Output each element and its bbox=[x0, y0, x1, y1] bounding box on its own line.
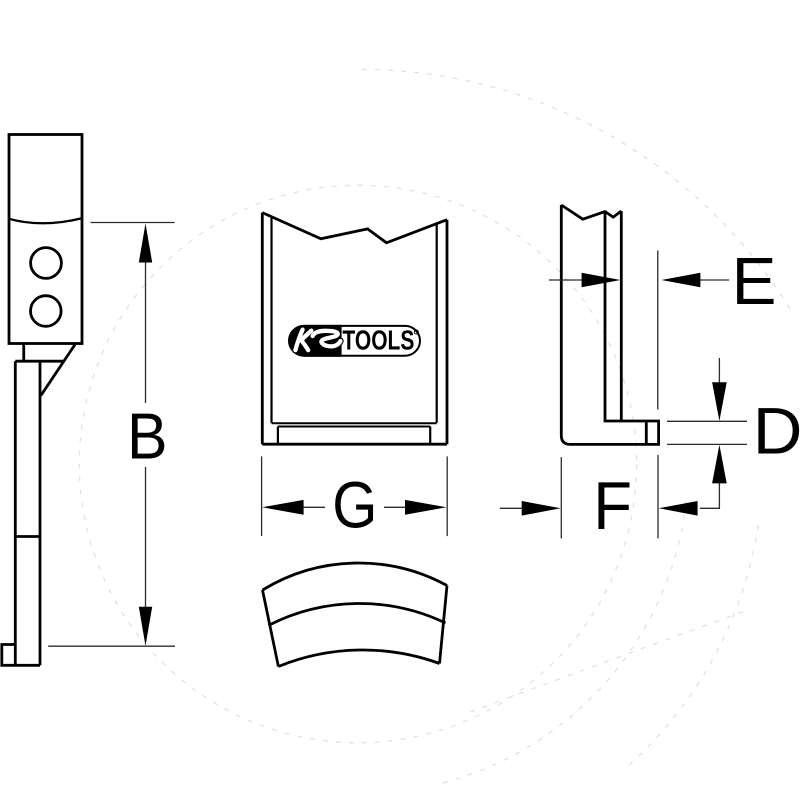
svg-text:F: F bbox=[593, 468, 632, 543]
svg-text:G: G bbox=[332, 469, 377, 542]
svg-text:B: B bbox=[127, 401, 167, 473]
svg-text:D: D bbox=[753, 395, 800, 468]
svg-text:TOOLS: TOOLS bbox=[342, 324, 414, 355]
svg-text:E: E bbox=[732, 244, 777, 319]
